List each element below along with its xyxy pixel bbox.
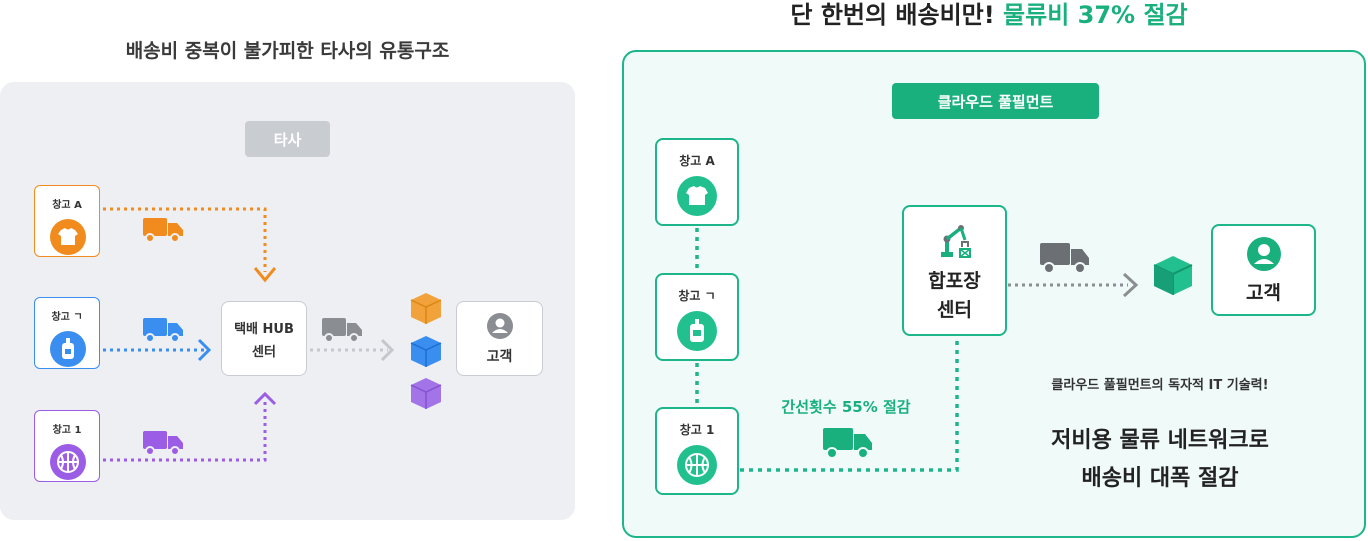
warehouse-label: 창고 1 <box>52 425 82 436</box>
left-customer-node: 고객 <box>456 301 543 376</box>
truck-icon <box>823 428 872 459</box>
headline-line1: 저비용 물류 네트워크로 <box>1051 428 1269 453</box>
hub-center-node: 택배 HUB 센터 <box>221 301 307 376</box>
hub-label-line1: 택배 HUB <box>234 321 294 337</box>
shirt-icon <box>50 219 86 255</box>
headline-line2: 배송비 대폭 절감 <box>1081 466 1239 491</box>
basketball-icon <box>677 445 717 485</box>
box-icon <box>410 336 442 367</box>
customer-label: 고객 <box>1246 281 1281 304</box>
person-icon <box>486 312 513 339</box>
bottle-icon <box>50 331 86 367</box>
warehouse-g-card: 창고 ㄱ <box>655 273 739 361</box>
packing-label-line2: 센터 <box>937 298 972 321</box>
warehouse-label: 창고 ㄱ <box>678 289 716 303</box>
warehouse-1-card: 창고 1 <box>655 407 739 495</box>
warehouse-label: 창고 A <box>52 200 82 211</box>
packing-center-node: 합포장 센터 <box>902 205 1007 336</box>
right-title-main: 단 한번의 배송비만! <box>790 1 995 29</box>
customer-label: 고객 <box>486 348 513 365</box>
person-icon <box>1246 236 1281 271</box>
warehouse-g-card: 창고 ㄱ <box>34 297 100 369</box>
box-icon <box>1153 256 1193 295</box>
hub-label-line2: 센터 <box>252 344 276 360</box>
truck-icon <box>143 431 183 456</box>
shirt-icon <box>677 176 717 216</box>
cloud-fulfillment-tag: 클라우드 풀필먼트 <box>892 83 1099 119</box>
competitor-tag: 타사 <box>245 121 330 157</box>
warehouse-label: 창고 ㄱ <box>51 312 83 323</box>
warehouse-label: 창고 1 <box>679 423 715 437</box>
right-title-highlight: 물류비 37% 절감 <box>1003 1 1188 29</box>
packing-label-line1: 합포장 <box>928 269 981 292</box>
left-title: 배송비 중복이 불가피한 타사의 유통구조 <box>125 40 450 62</box>
truck-icon <box>143 318 183 343</box>
right-title: 단 한번의 배송비만! 물류비 37% 절감 <box>610 0 1368 30</box>
warehouse-1-card: 창고 1 <box>34 410 100 482</box>
robot-arm-icon <box>940 224 971 258</box>
box-icon <box>410 378 442 409</box>
tech-text: 클라우드 풀필먼트의 독자적 IT 기술력! <box>1051 378 1269 393</box>
basketball-icon <box>50 444 86 480</box>
bottle-icon <box>677 311 717 351</box>
box-icon <box>410 293 442 324</box>
trunk-reduction-text: 간선횟수 55% 절감 <box>781 398 911 416</box>
truck-icon <box>322 318 362 343</box>
right-customer-node: 고객 <box>1211 224 1316 316</box>
truck-icon <box>1040 243 1089 274</box>
warehouse-label: 창고 A <box>679 154 715 168</box>
warehouse-a-card: 창고 A <box>655 138 739 226</box>
warehouse-a-card: 창고 A <box>34 185 100 257</box>
truck-icon <box>143 218 183 243</box>
